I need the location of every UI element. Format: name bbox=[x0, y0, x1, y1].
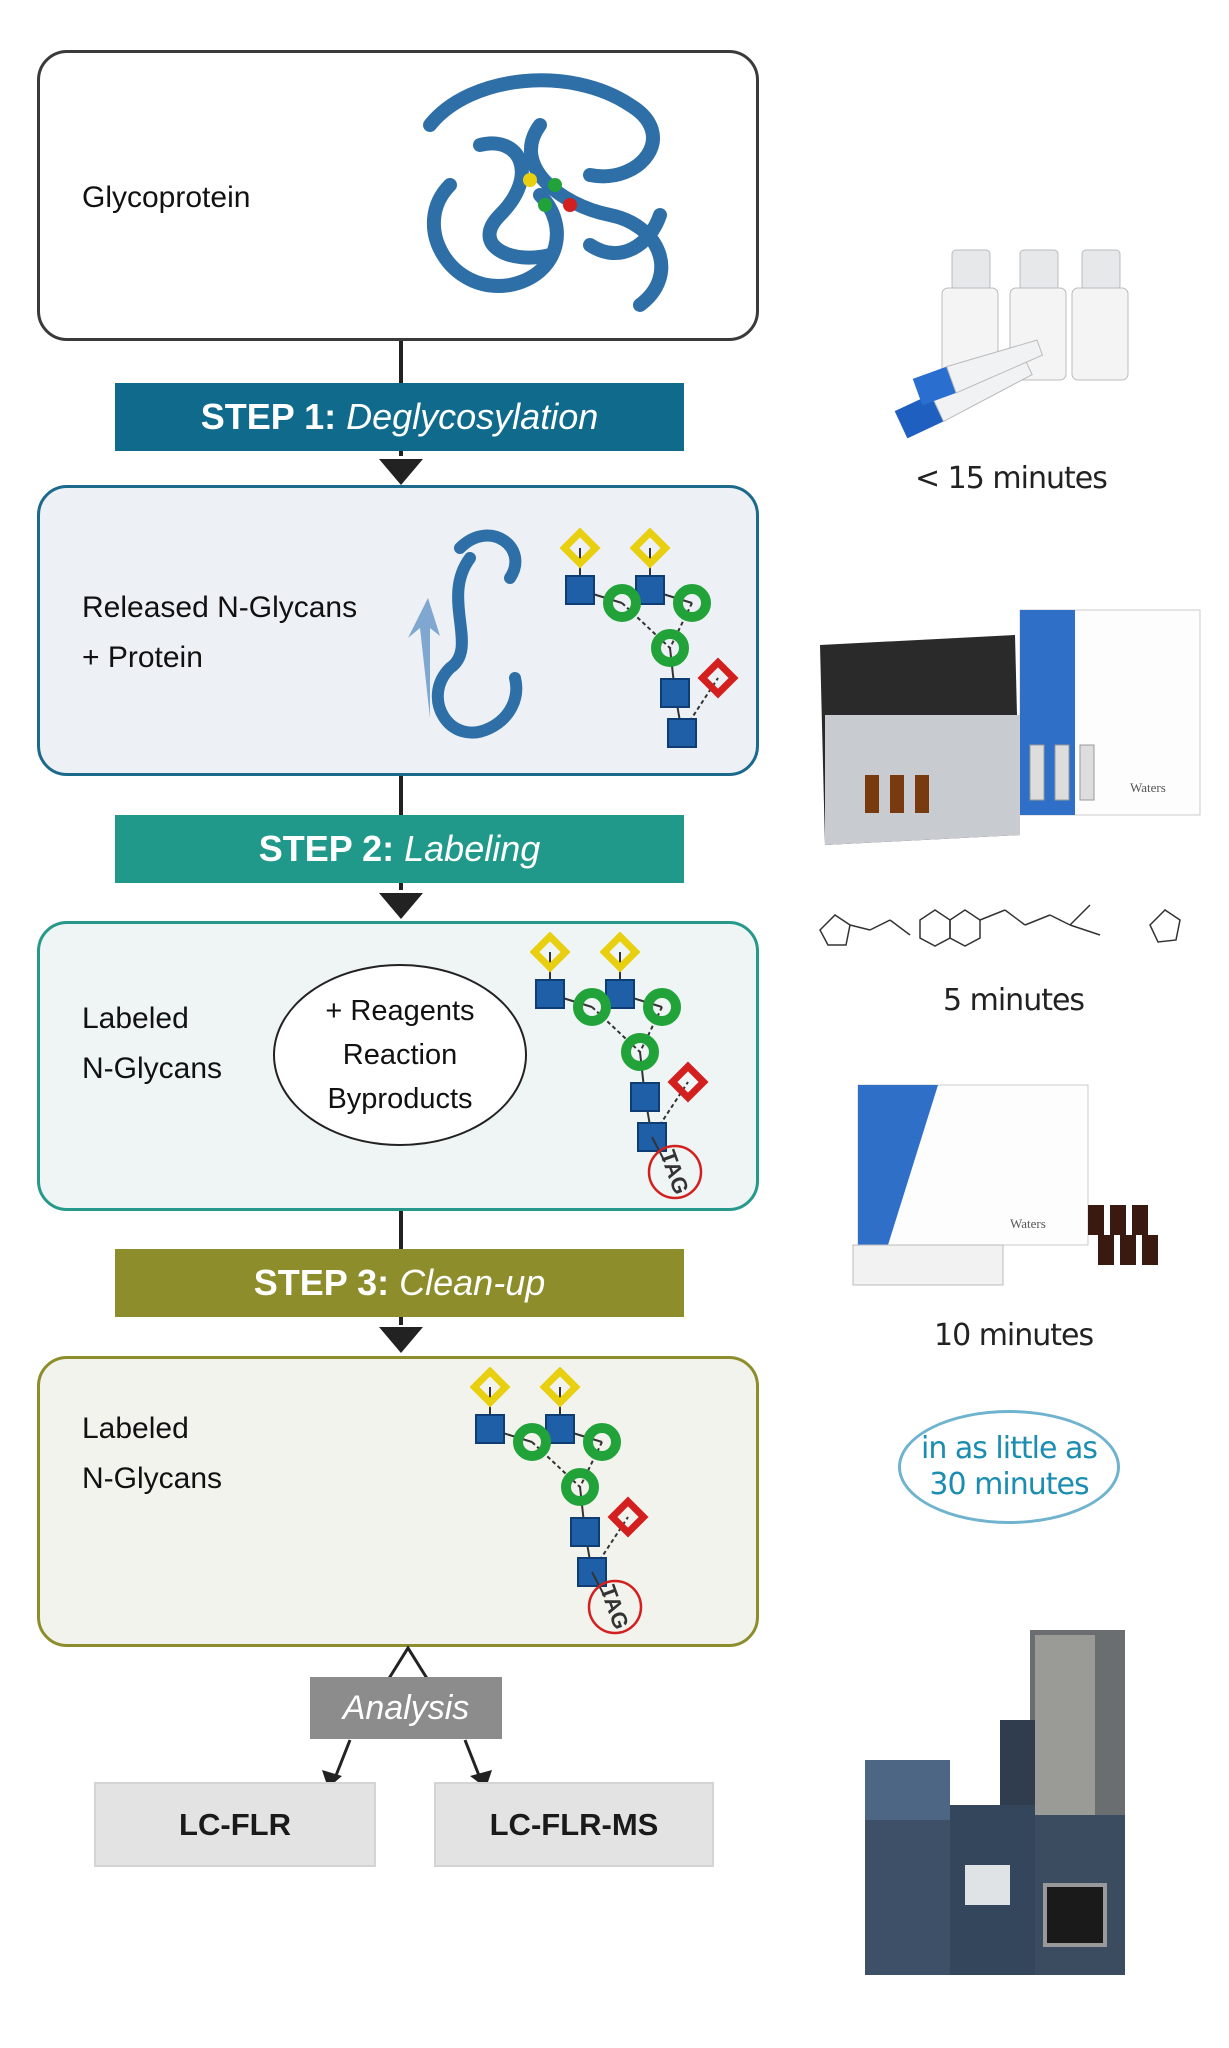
step-1-prefix: STEP 1: bbox=[200, 396, 337, 437]
analysis-label: Analysis bbox=[342, 1688, 470, 1727]
glycan-bond bbox=[591, 1571, 606, 1598]
step-1-banner: STEP 1:Deglycosylation bbox=[115, 383, 684, 451]
step-3-prefix: STEP 3: bbox=[253, 1262, 390, 1303]
cleanup-kit-image bbox=[852, 1084, 1158, 1286]
arrow-down-icon bbox=[379, 893, 423, 919]
step-3-banner: STEP 3:Clean-up bbox=[115, 1249, 684, 1317]
cleanup-kit-brand-label: Waters bbox=[1010, 1216, 1046, 1231]
total-time-badge: in as little as 30 minutes bbox=[898, 1410, 1120, 1524]
cleanup-time: 10 minutes bbox=[934, 1318, 1094, 1353]
glcnac-square bbox=[545, 1414, 575, 1444]
protein-ribbon-icon bbox=[423, 73, 669, 312]
byproducts-line-1: + Reagents bbox=[325, 995, 475, 1027]
mannose-circle bbox=[603, 584, 641, 622]
analysis-connectors bbox=[322, 1645, 492, 1785]
glcnac-square bbox=[667, 718, 697, 748]
fucose-diamond bbox=[667, 1061, 709, 1103]
total-time-line-2: 30 minutes bbox=[929, 1467, 1089, 1502]
glcnac-square bbox=[635, 575, 665, 605]
galactose-diamond bbox=[599, 932, 641, 973]
tag-label: TAG bbox=[655, 1147, 694, 1198]
glycoprotein-box: Glycoprotein bbox=[37, 50, 759, 341]
lc-flr-ms-box: LC-FLR-MS bbox=[434, 1782, 714, 1867]
total-time-line-1: in as little as bbox=[921, 1431, 1098, 1466]
mannose-circle bbox=[513, 1423, 551, 1461]
byproducts-ellipse: + Reagents Reaction Byproducts bbox=[273, 964, 527, 1146]
glcnac-square bbox=[565, 575, 595, 605]
labeling-reagent-structure-image bbox=[819, 904, 1181, 947]
labeling-kit-image bbox=[820, 609, 1201, 845]
mannose-circle bbox=[651, 629, 689, 667]
byproducts-line-2: Reaction bbox=[342, 1039, 458, 1071]
released-glycans-label-1: Released N-Glycans bbox=[82, 591, 358, 624]
glcnac-square bbox=[475, 1414, 505, 1444]
labeled-n-glycan-icon: TAG bbox=[530, 932, 709, 1200]
step-2-banner: STEP 2:Labeling bbox=[115, 815, 684, 883]
fucose-diamond bbox=[607, 1496, 649, 1538]
labeled-glycans-reagents-box: Labeled N-Glycans + Reagents Reaction By… bbox=[37, 921, 759, 1211]
step-2-prefix: STEP 2: bbox=[258, 828, 395, 869]
mannose-circle bbox=[583, 1423, 621, 1461]
glcnac-square bbox=[660, 678, 690, 708]
released-glycans-label-2: + Protein bbox=[82, 641, 203, 674]
labeling-time: 5 minutes bbox=[943, 983, 1085, 1018]
mannose-circle bbox=[643, 988, 681, 1026]
deglycosylation-time: < 15 minutes bbox=[915, 461, 1108, 496]
glycan-bond bbox=[651, 1136, 666, 1163]
tag-label: TAG bbox=[595, 1582, 634, 1633]
mannose-circle bbox=[573, 988, 611, 1026]
glycan-bond bbox=[579, 1441, 603, 1488]
galactose-diamond bbox=[629, 528, 671, 569]
labeled-glycans-box: Labeled N-Glycans TAG bbox=[37, 1356, 759, 1647]
lc-flr-label: LC-FLR bbox=[179, 1806, 291, 1842]
mannose-circle bbox=[673, 584, 711, 622]
deglycosylation-kit-vials-image bbox=[894, 249, 1129, 439]
glcnac-square bbox=[605, 979, 635, 1009]
analysis-box: Analysis bbox=[310, 1677, 502, 1739]
glcnac-square bbox=[630, 1082, 660, 1112]
glcnac-square bbox=[535, 979, 565, 1009]
glycan-bond bbox=[639, 1006, 663, 1053]
released-glycans-box: Released N-Glycans + Protein bbox=[37, 485, 759, 776]
mannose-circle bbox=[621, 1033, 659, 1071]
lc-ms-instrument-image bbox=[865, 1630, 1125, 1975]
labeling-kit-brand-label: Waters bbox=[1130, 780, 1166, 795]
step-1-name: Deglycosylation bbox=[346, 396, 599, 437]
n-glycan-icon bbox=[560, 528, 739, 748]
labeled-glycans-label-1: Labeled bbox=[82, 1412, 189, 1445]
tag-circle bbox=[647, 1144, 703, 1200]
step-2-name: Labeling bbox=[404, 828, 541, 869]
glycoprotein-label: Glycoprotein bbox=[82, 181, 251, 214]
mannose-circle bbox=[561, 1468, 599, 1506]
byproducts-line-3: Byproducts bbox=[327, 1083, 473, 1115]
arrow-down-icon bbox=[379, 1327, 423, 1353]
arrow-down-icon bbox=[379, 459, 423, 485]
labeled-glycans-label-2: N-Glycans bbox=[82, 1462, 223, 1495]
glycan-bond bbox=[669, 602, 693, 649]
galactose-diamond bbox=[530, 932, 571, 973]
step-3-name: Clean-up bbox=[399, 1262, 546, 1303]
lc-flr-ms-label: LC-FLR-MS bbox=[489, 1806, 659, 1842]
fucose-diamond bbox=[697, 657, 739, 699]
labeled-glycans-label-2: N-Glycans bbox=[82, 1052, 223, 1085]
labeled-glycans-label-1: Labeled bbox=[82, 1002, 189, 1035]
tag-circle bbox=[587, 1579, 643, 1635]
protein-ribbon-icon bbox=[408, 529, 523, 739]
galactose-diamond bbox=[539, 1367, 581, 1408]
labeled-n-glycan-icon: TAG bbox=[470, 1367, 649, 1635]
lc-flr-box: LC-FLR bbox=[94, 1782, 376, 1867]
galactose-diamond bbox=[470, 1367, 511, 1408]
galactose-diamond bbox=[560, 528, 601, 569]
glcnac-square bbox=[570, 1517, 600, 1547]
